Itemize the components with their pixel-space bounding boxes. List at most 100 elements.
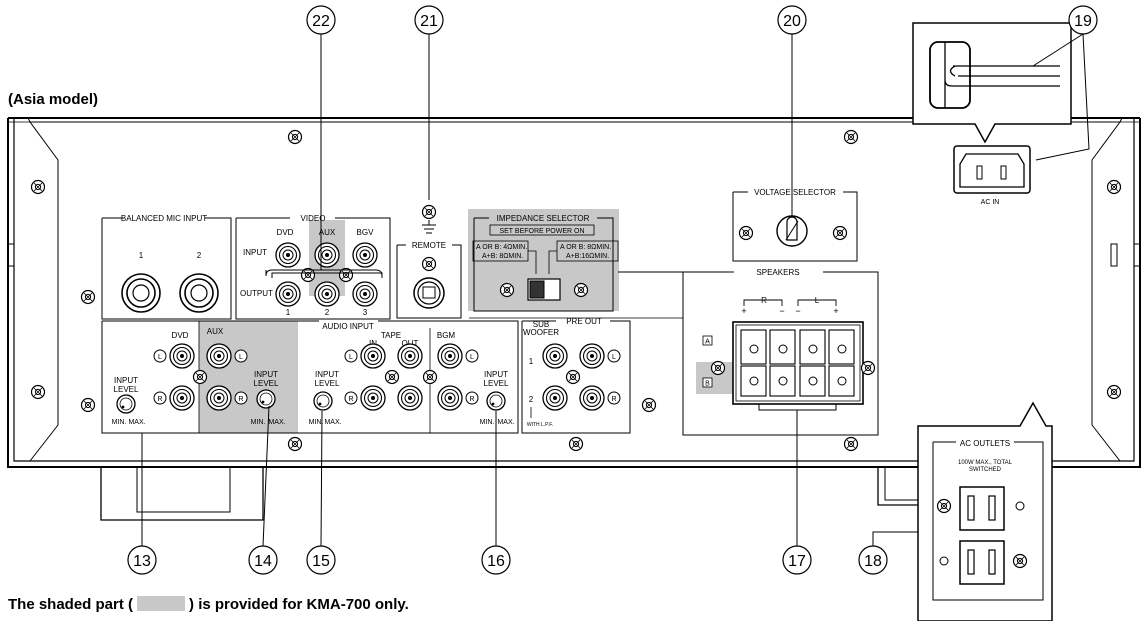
impedance-right-1: A OR B: 8ΩMIN. [560, 244, 611, 251]
speakers-r-label: R [761, 296, 767, 305]
speakers-l-minus: − [795, 306, 800, 316]
impedance-title: IMPEDANCE SELECTOR [497, 214, 590, 223]
audio-tape-label: TAPE [381, 331, 401, 340]
speakers-l-plus: + [833, 306, 838, 316]
speakers-l-label: L [815, 296, 820, 305]
audio-tape-l: L [349, 354, 353, 361]
svg-text:16: 16 [487, 553, 505, 570]
audio-aux-r: R [238, 396, 243, 403]
audio-bgm-label: BGM [437, 331, 456, 340]
impedance-note: SET BEFORE POWER ON [499, 228, 584, 235]
video-title: VIDEO [301, 214, 326, 223]
speakers-a-label: A [705, 339, 710, 346]
shading-footnote: The shaded part ( ) is provided for KMA-7… [8, 596, 409, 613]
level3-level: LEVEL [315, 379, 340, 388]
level1-min: MIN. [112, 419, 127, 426]
footnote-before: The shaded part ( [8, 596, 134, 613]
callout-15: 15 [306, 545, 336, 575]
impedance-left-1: A OR B: 4ΩMIN. [476, 244, 527, 251]
ac-in-inset [912, 22, 1072, 144]
svg-text:19: 19 [1074, 13, 1092, 30]
pre-out-r: R [611, 396, 616, 403]
ground-terminal [421, 204, 437, 234]
callout-20: 20 [777, 5, 807, 35]
level2-input: INPUT [254, 370, 278, 379]
audio-input-title: AUDIO INPUT [322, 322, 374, 331]
voltage-selector: VOLTAGE SELECTOR [732, 188, 858, 262]
audio-dvd-l: L [158, 354, 162, 361]
svg-text:18: 18 [864, 553, 882, 570]
mic-jack-1 [121, 273, 161, 313]
video-output-label: OUTPUT [240, 289, 273, 298]
level1-level: LEVEL [114, 385, 139, 394]
speakers-r-minus: − [779, 306, 784, 316]
mic-jack-2-label: 2 [197, 251, 202, 260]
ac-outlets-inset: AC OUTLETS 100W MAX., TOTAL SWITCHED [917, 401, 1053, 621]
ac-outlets-note2: SWITCHED [969, 467, 1002, 473]
remote-title: REMOTE [412, 241, 446, 250]
impedance-left-2: A+B: 8ΩMIN. [482, 253, 523, 260]
sub-2-label: 2 [529, 395, 534, 404]
leader-lines [141, 33, 1090, 547]
audio-bgm-l: L [470, 354, 474, 361]
video-col-bgv: BGV [357, 228, 375, 237]
lpf-label: WITH L.P.F. [527, 422, 553, 428]
audio-bgm-r: R [469, 396, 474, 403]
level2-min: MIN. [251, 419, 266, 426]
audio-aux-l: L [239, 354, 243, 361]
sub-pre-out-section: SUB WOOFER PRE OUT 1 2 WITH L.P.F. L R [521, 317, 631, 434]
svg-text:13: 13 [133, 553, 151, 570]
svg-text:20: 20 [783, 13, 801, 30]
callout-22: 22 [306, 5, 336, 35]
ac-in-label: AC IN [981, 199, 1000, 206]
footnote-after: ) is provided for KMA-700 only. [189, 596, 409, 613]
audio-input-section: AUDIO INPUT DVD AUX TAPE BGM IN OUT L R … [101, 320, 519, 434]
level2-max: MAX. [268, 419, 285, 426]
impedance-right-2: A+B:16ΩMIN. [566, 253, 609, 260]
pre-out-l: L [612, 354, 616, 361]
level4-min: MIN. [480, 419, 495, 426]
mic-jack-2 [179, 273, 219, 313]
video-input-label: INPUT [243, 248, 267, 257]
shading-swatch [137, 596, 186, 611]
balanced-mic-input: BALANCED MIC INPUT 1 2 [101, 214, 232, 320]
video-col-dvd: DVD [277, 228, 294, 237]
callout-19: 19 [1068, 5, 1098, 35]
sub-1-label: 1 [529, 357, 534, 366]
balanced-mic-title: BALANCED MIC INPUT [121, 214, 207, 223]
video-out-2: 2 [325, 308, 330, 317]
video-out-1: 1 [286, 308, 291, 317]
callouts: 22 21 20 19 13 14 15 16 17 18 [127, 5, 1098, 575]
voltage-title: VOLTAGE SELECTOR [754, 188, 836, 197]
audio-dvd-r: R [157, 396, 162, 403]
impedance-selector: IMPEDANCE SELECTOR SET BEFORE POWER ON A… [472, 214, 619, 312]
ac-outlets-note1: 100W MAX., TOTAL [958, 460, 1013, 466]
speakers-section: SPEAKERS R L + − − + A B [469, 268, 879, 436]
level4-input: INPUT [484, 370, 508, 379]
level4-level: LEVEL [484, 379, 509, 388]
video-section: VIDEO DVD AUX BGV INPUT OUTPUT 1 2 3 [235, 214, 391, 320]
svg-text:14: 14 [254, 553, 272, 570]
sub-label: SUB [533, 320, 549, 329]
woofer-label: WOOFER [523, 328, 559, 337]
svg-text:17: 17 [788, 553, 806, 570]
speakers-title: SPEAKERS [756, 268, 799, 277]
level1-max: MAX. [128, 419, 145, 426]
audio-aux-label: AUX [207, 327, 224, 336]
video-col-aux: AUX [319, 228, 336, 237]
ac-in-inlet: AC IN [953, 145, 1031, 206]
callout-13: 13 [127, 545, 157, 575]
level1-input: INPUT [114, 376, 138, 385]
pre-out-label: PRE OUT [566, 317, 602, 326]
mic-jack-1-label: 1 [139, 251, 144, 260]
callout-17: 17 [782, 545, 812, 575]
ac-outlets-title: AC OUTLETS [960, 439, 1010, 448]
callout-14: 14 [248, 545, 278, 575]
svg-text:22: 22 [312, 13, 330, 30]
callout-18: 18 [858, 545, 888, 575]
audio-tape-r: R [348, 396, 353, 403]
video-out-3: 3 [363, 308, 368, 317]
level4-max: MAX. [497, 419, 514, 426]
level3-max: MAX. [324, 419, 341, 426]
